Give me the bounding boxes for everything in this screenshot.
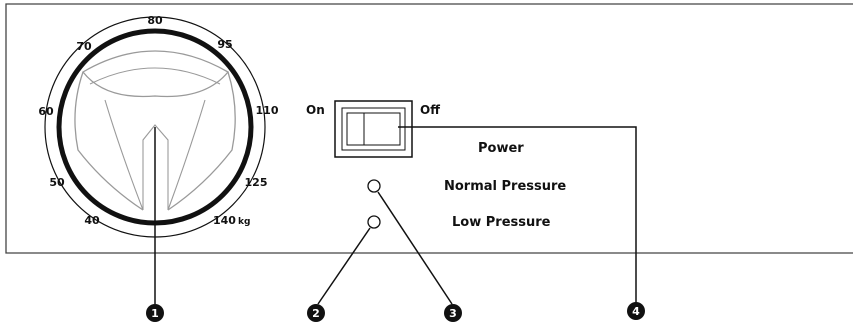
callout-4-number: 4 — [632, 305, 640, 318]
scale-label-40: 40 — [84, 214, 100, 227]
knob-top-inner — [89, 67, 221, 85]
scale-label-70: 70 — [76, 40, 92, 53]
scale-label-110: 110 — [256, 104, 279, 117]
knob-top-lobe — [82, 50, 229, 98]
scale-label-50: 50 — [49, 176, 65, 189]
callout-1-badge — [146, 304, 164, 322]
callout-1-number: 1 — [151, 307, 159, 320]
normal-pressure-label: Normal Pressure — [444, 179, 566, 194]
callout-3-number: 3 — [449, 307, 457, 320]
callout-1: 1 — [146, 304, 164, 322]
power-label: Power — [478, 141, 524, 156]
callout-2: 2 — [307, 304, 325, 322]
leader-line-4 — [398, 126, 637, 304]
leader-line-3 — [377, 191, 453, 305]
knob-left-lobe — [74, 71, 144, 211]
scale-value-140: 140 — [213, 214, 236, 227]
power-switch: On Off — [306, 100, 440, 158]
switch-rocker-left — [346, 112, 365, 146]
panel-outline — [5, 3, 853, 254]
knob-center-grip — [142, 124, 169, 210]
callout-3: 3 — [444, 304, 462, 322]
callout-4: 4 — [627, 302, 645, 320]
knob-right-lobe — [167, 71, 236, 211]
callout-2-badge — [307, 304, 325, 322]
scale-unit: kg — [238, 217, 250, 227]
leader-line-2 — [317, 227, 371, 305]
normal-pressure-light — [367, 179, 381, 193]
scale-label-125: 125 — [245, 176, 268, 189]
callout-3-badge — [444, 304, 462, 322]
scale-label-95: 95 — [217, 38, 232, 51]
callout-4-badge — [627, 302, 645, 320]
switch-rocker-right — [363, 112, 401, 146]
scale-label-80: 80 — [147, 14, 163, 27]
callout-2-number: 2 — [312, 307, 320, 320]
knob-left-inner — [104, 99, 144, 211]
switch-on-label: On — [306, 103, 325, 117]
switch-off-label: Off — [420, 103, 440, 117]
knob-right-inner — [167, 99, 206, 211]
scale-label-60: 60 — [38, 105, 54, 118]
low-pressure-light — [367, 215, 381, 229]
low-pressure-label: Low Pressure — [452, 215, 551, 230]
